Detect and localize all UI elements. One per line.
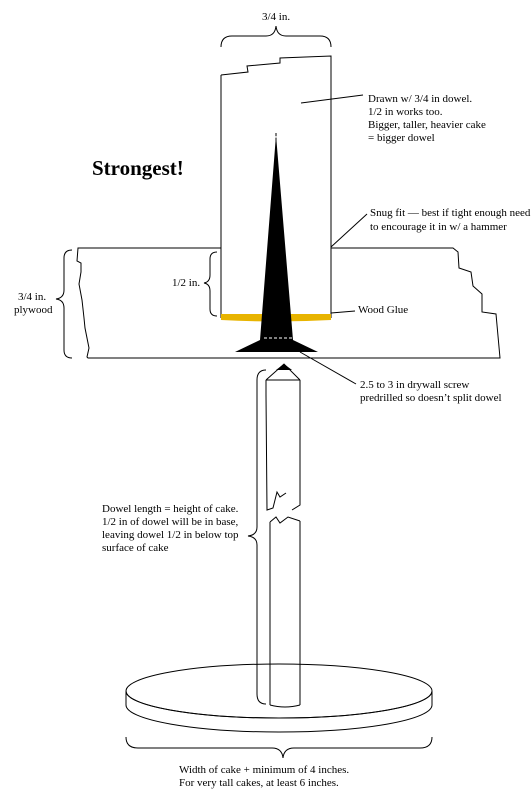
half-inch-brace: [203, 251, 218, 317]
snug-fit-line-1: Snug fit — best if tight enough need: [370, 207, 531, 219]
screw-label-line-1: 2.5 to 3 in drywall screw: [360, 379, 469, 391]
base-disk-edge: [125, 690, 433, 719]
dowel-upper: [220, 55, 332, 248]
dowel-length-brace: [247, 369, 267, 705]
strongest-label: Strongest!: [92, 156, 184, 180]
base-disk-front: [125, 690, 433, 733]
dowel-lower: [265, 363, 301, 705]
base-width-brace: [125, 736, 433, 759]
dowel-note-line-1: Drawn w/ 3/4 in dowel.: [368, 93, 472, 105]
plywood-board: [76, 247, 501, 359]
plywood-brace: [55, 249, 73, 359]
dowel-note-pointer: [300, 94, 364, 104]
dowel-base-joint: [269, 704, 301, 708]
screw-pointer: [299, 351, 357, 385]
dowel-length-line-4: surface of cake: [102, 542, 169, 554]
base-width-line-2: For very tall cakes, at least 6 inches.: [179, 777, 339, 789]
dowel-note-line-3: Bigger, taller, heavier cake: [368, 119, 486, 131]
drywall-screw: [235, 135, 318, 352]
plywood-label-line-2: plywood: [14, 304, 53, 316]
screw-head-dashes: [264, 337, 313, 349]
snug-fit-pointer: [330, 213, 368, 248]
dowel-width-brace: [220, 25, 332, 48]
dowel-length-line-1: Dowel length = height of cake.: [102, 503, 239, 515]
dowel-note-line-2: 1/2 in works too.: [368, 106, 443, 118]
dowel-note-line-4: = bigger dowel: [368, 132, 435, 144]
wood-glue-pointer: [330, 310, 356, 314]
dowel-length-line-3: leaving dowel 1/2 in below top: [102, 529, 239, 541]
dowel-width-label: 3/4 in.: [262, 11, 290, 23]
half-inch-label: 1/2 in.: [172, 277, 200, 289]
plywood-label-line-1: 3/4 in.: [18, 291, 46, 303]
base-disk-top: [125, 663, 433, 692]
screw-label-line-2: predrilled so doesn’t split dowel: [360, 392, 502, 404]
base-width-line-1: Width of cake + minimum of 4 inches.: [179, 764, 349, 776]
dowel-length-line-2: 1/2 in of dowel will be in base,: [102, 516, 239, 528]
snug-fit-line-2: to encourage it in w/ a hammer: [370, 221, 507, 233]
wood-glue-label: Wood Glue: [358, 304, 408, 316]
